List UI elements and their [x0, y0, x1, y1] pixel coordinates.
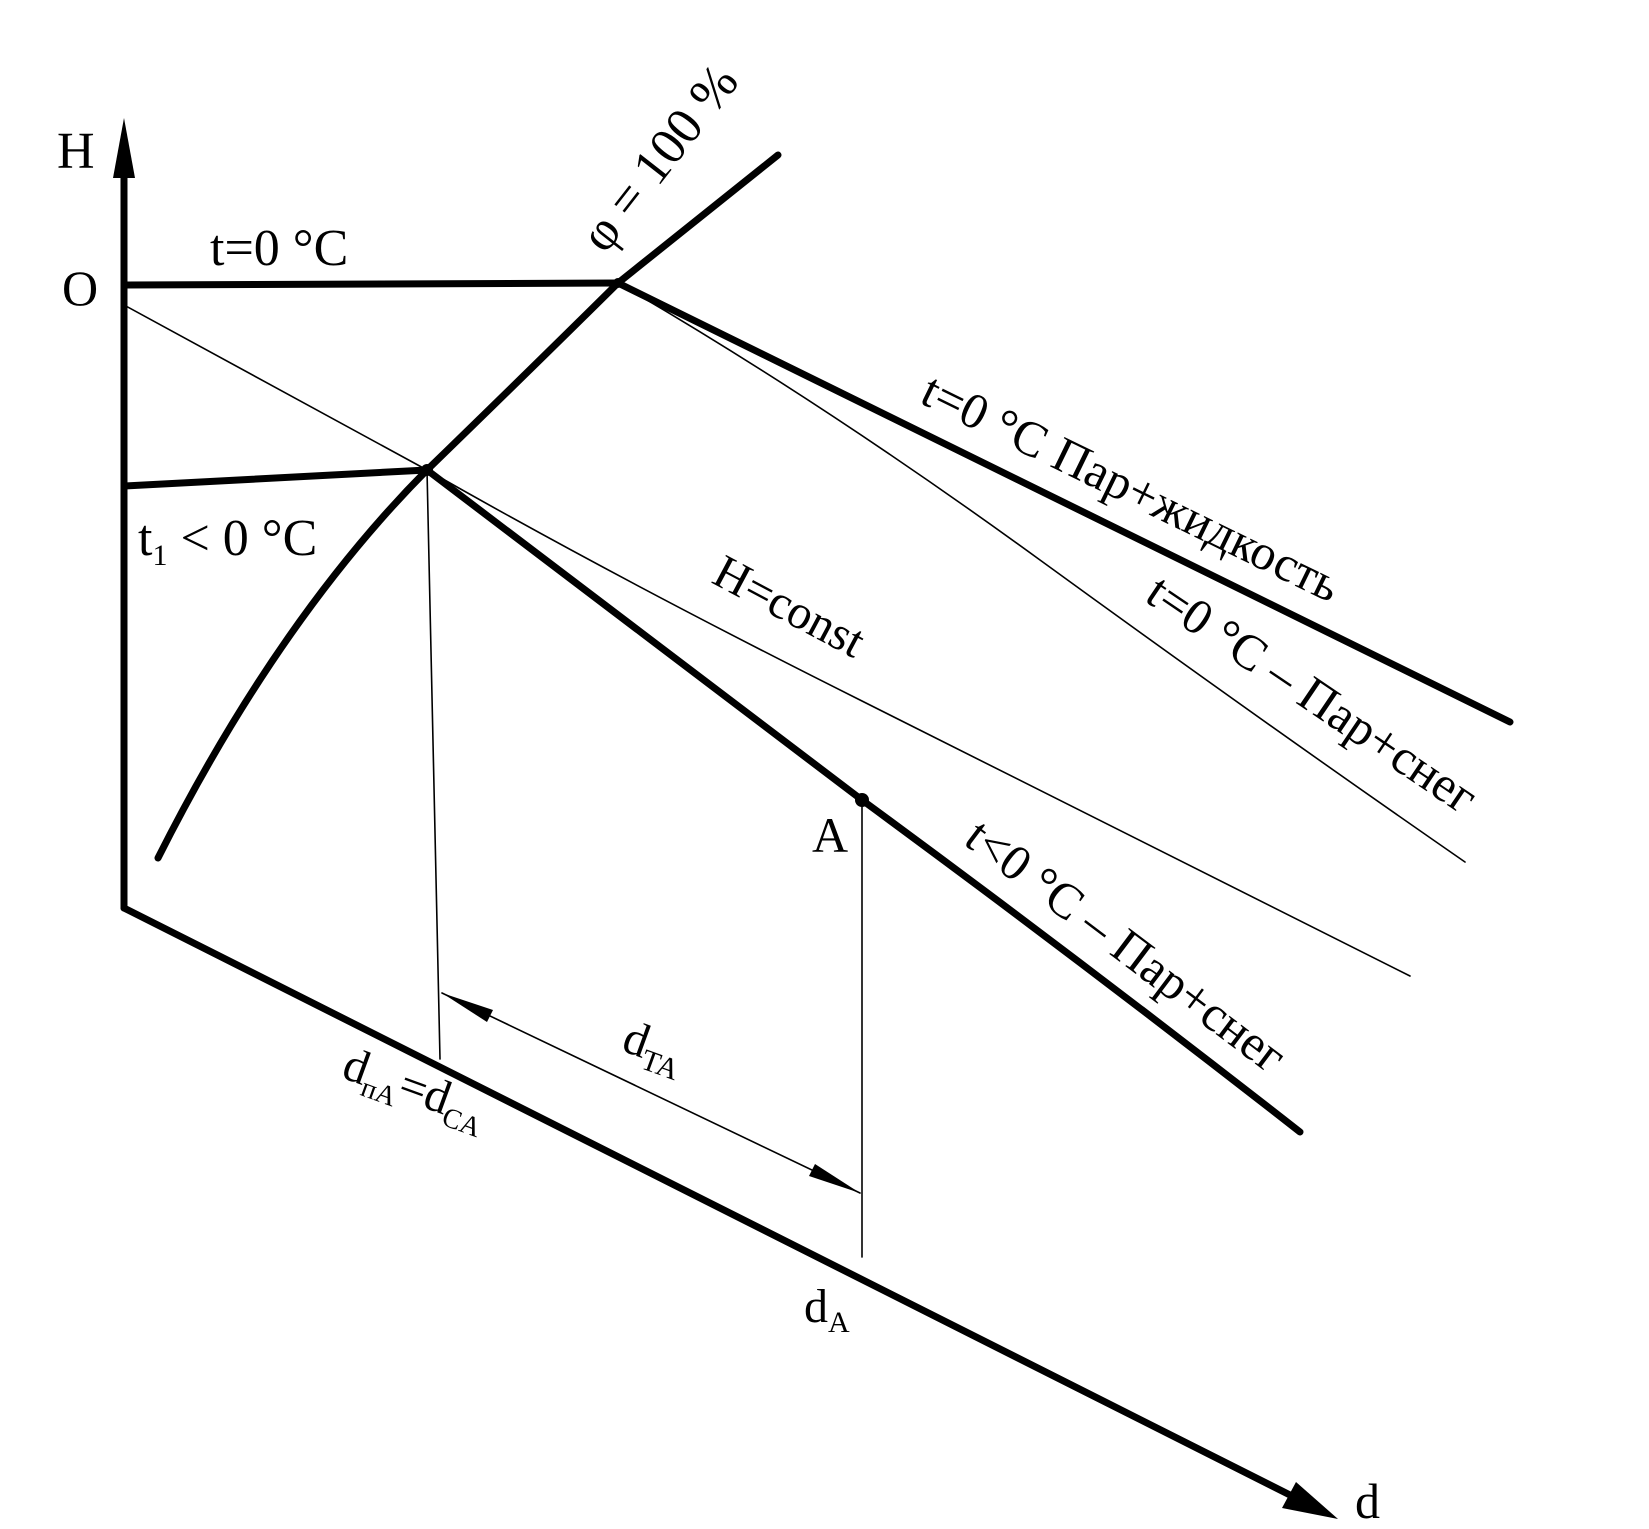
axis-d-label: d [1355, 1473, 1380, 1529]
point-a-label: A [812, 807, 848, 863]
t0-liquid-label: t=0 °C Пар+жидкость [913, 362, 1350, 613]
h-axis-arrowhead [113, 118, 135, 178]
dimension-arrow-right [809, 1164, 860, 1193]
isotherm-tneg-vapour-snow [423, 466, 1304, 1136]
t0-label: t=0 °C [210, 220, 348, 277]
phi-label: φ = 100 % [570, 54, 750, 262]
point-t0-saturation [613, 278, 623, 288]
d-ta-label: dTA [614, 1011, 692, 1088]
drop-line-d-pa [426, 469, 441, 1060]
axis-h-label: H [57, 123, 95, 180]
d-axis [120, 904, 1294, 1499]
isotherm-t0-vapour-snow [617, 282, 1466, 863]
origin-label: O [62, 260, 98, 316]
enthalpy-const-line [123, 304, 1411, 977]
h-const-label: H=const [705, 545, 874, 669]
isotherm-t0-horizontal [120, 279, 622, 289]
tneg-snow-label: t<0 °C – Пар+снег [955, 807, 1297, 1084]
isotherm-t1-horizontal [120, 466, 431, 490]
t1-label: t1 < 0 °C [138, 510, 317, 572]
d-axis-arrowhead [1282, 1482, 1338, 1519]
saturation-curve-phi-100 [154, 151, 782, 862]
dimension-line-d-ta [441, 992, 861, 1194]
dimension-arrow-left [442, 993, 493, 1022]
isotherm-t0-vapour-liquid [614, 279, 1514, 726]
d-a-label: dA [804, 1280, 850, 1339]
